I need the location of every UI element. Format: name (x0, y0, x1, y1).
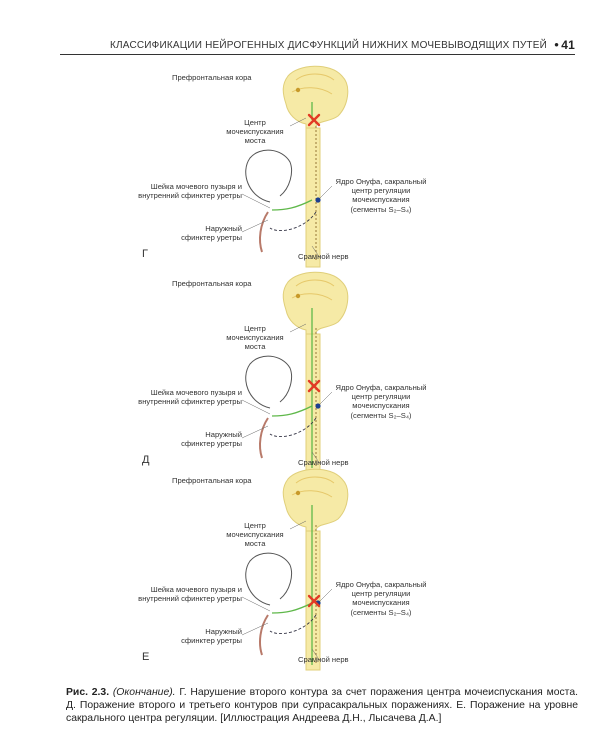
onuf-label: Ядро Онуфа, сакральный центр регуляции м… (330, 383, 432, 420)
neural-pathway-diagram (241, 271, 349, 474)
onuf-label: Ядро Онуфа, сакральный центр регуляции м… (330, 177, 432, 214)
bladder (245, 149, 293, 203)
panel-letter: Е (142, 651, 150, 663)
onuf-nucleus (315, 403, 321, 409)
urethra (259, 417, 269, 459)
cortex-label: Префронтальная кора (172, 279, 252, 288)
segments-text: (сегменты S₂–S₄) (350, 204, 412, 214)
bladder-neck-label: Шейка мочевого пузыря и внутренний сфинк… (138, 182, 242, 201)
pathway-to-bladder (271, 405, 313, 417)
pons-center-label: Центр мочеиспускания моста (226, 118, 284, 146)
onuf-text: Ядро Онуфа, сакральный центр регуляции м… (335, 580, 427, 608)
lesion-marker (307, 379, 321, 393)
cortex-neuron (295, 293, 301, 299)
bladder-neck-label: Шейка мочевого пузыря и внутренний сфинк… (138, 585, 242, 604)
onuf-label: Ядро Онуфа, сакральный центр регуляции м… (330, 580, 432, 617)
onuf-text: Ядро Онуфа, сакральный центр регуляции м… (335, 177, 427, 205)
pathway-pudendal (269, 211, 317, 232)
figure-panel-d: Префронтальная кора Центр мочеиспускания… (120, 268, 450, 474)
ext-sphincter-label: Наружный сфинктер уретры (181, 224, 242, 243)
spinal-cord (305, 127, 321, 268)
lesion-marker (307, 594, 321, 608)
onuf-text: Ядро Онуфа, сакральный центр регуляции м… (335, 383, 427, 411)
panel-letter: Д (142, 454, 150, 466)
pudendal-label: Срамной нерв (298, 252, 349, 261)
figure-caption: Рис. 2.3. (Окончание). Г. Нарушение втор… (66, 686, 578, 725)
onuf-nucleus (315, 197, 321, 203)
pathway-pudendal (269, 417, 317, 438)
neural-pathway-diagram (241, 65, 349, 268)
pons-center-label: Центр мочеиспускания моста (226, 324, 284, 352)
neural-pathway-diagram (241, 468, 349, 671)
pathway-to-bladder (271, 199, 313, 211)
caption-continuation: (Окончание). (112, 687, 176, 698)
ext-sphincter-label: Наружный сфинктер уретры (181, 430, 242, 449)
pudendal-label: Срамной нерв (298, 655, 349, 664)
running-header: КЛАССИФИКАЦИИ НЕЙРОГЕННЫХ ДИСФУНКЦИЙ НИЖ… (60, 37, 575, 55)
brain-gyrus (291, 279, 335, 301)
cortex-neuron (295, 87, 301, 93)
brain-gyrus (291, 73, 335, 95)
caption-text: Г. Нарушение второго контура за счет пор… (66, 687, 578, 724)
header-title: КЛАССИФИКАЦИИ НЕЙРОГЕННЫХ ДИСФУНКЦИЙ НИЖ… (110, 40, 547, 51)
urethra (259, 211, 269, 253)
figure-panel-e: Префронтальная кора Центр мочеиспускания… (120, 465, 450, 671)
pudendal-label: Срамной нерв (298, 458, 349, 467)
lesion-marker (307, 113, 321, 127)
cortex-label: Префронтальная кора (172, 73, 252, 82)
ext-sphincter-label: Наружный сфинктер уретры (181, 627, 242, 646)
cortex-label: Префронтальная кора (172, 476, 252, 485)
pointer-lines (241, 323, 333, 465)
brain (282, 468, 349, 536)
header-bullet: • (554, 37, 559, 52)
bladder (245, 355, 293, 409)
brain (282, 65, 349, 133)
pathway-to-bladder (271, 602, 313, 614)
pons-center-label: Центр мочеиспускания моста (226, 521, 284, 549)
figure-panel-g: Префронтальная кора Центр мочеиспускания… (120, 62, 450, 268)
segments-text: (сегменты S₂–S₄) (350, 410, 412, 420)
segments-text: (сегменты S₂–S₄) (350, 607, 412, 617)
page-number: 41 (561, 38, 575, 52)
brain-gyrus (291, 476, 335, 498)
bladder-neck-label: Шейка мочевого пузыря и внутренний сфинк… (138, 388, 242, 407)
pointer-lines (241, 117, 333, 259)
panel-letter: Г (142, 248, 148, 260)
cortex-neuron (295, 490, 301, 496)
pathway-pudendal (269, 614, 317, 635)
urethra (259, 614, 269, 656)
pointer-lines (241, 520, 333, 662)
brain (282, 271, 349, 339)
bladder (245, 552, 293, 606)
figure-label: Рис. 2.3. (66, 687, 110, 698)
